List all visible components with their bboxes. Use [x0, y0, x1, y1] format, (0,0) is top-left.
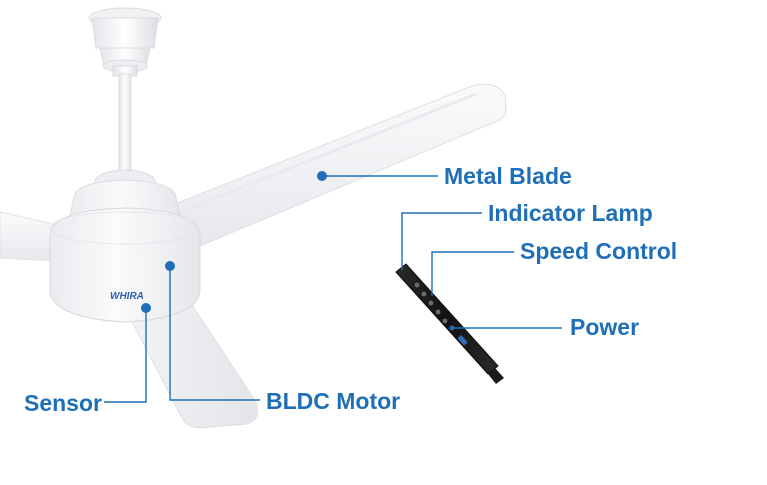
dot-power: [449, 325, 455, 331]
leader-sensor: [104, 308, 147, 403]
callout-lines: [104, 175, 562, 403]
leader-indicator-lamp: [401, 212, 482, 270]
label-bldc-motor: BLDC Motor: [266, 388, 401, 414]
remote-logo-icon: [457, 335, 468, 346]
label-speed-control: Speed Control: [520, 238, 678, 264]
label-power: Power: [570, 314, 640, 340]
callout-dots: [141, 171, 455, 331]
remote-button: [435, 309, 441, 315]
label-indicator-lamp: Indicator Lamp: [488, 200, 653, 226]
label-sensor: Sensor: [24, 390, 102, 416]
motor-housing: [49, 169, 201, 323]
remote-button: [414, 282, 420, 288]
remote-button: [421, 291, 427, 297]
dot-sensor: [141, 303, 151, 313]
remote-control: [395, 263, 504, 384]
dot-metal-blade: [317, 171, 327, 181]
leader-bldc-motor: [169, 266, 260, 401]
remote-button: [428, 300, 434, 306]
brand-logo-text: WHIRA: [110, 291, 144, 302]
lower-blade: [123, 289, 259, 429]
leader-speed-control: [431, 251, 514, 296]
dot-bldc-motor: [165, 261, 175, 271]
ceiling-canopy: [88, 7, 162, 77]
label-metal-blade: Metal Blade: [444, 163, 572, 189]
remote-button: [442, 318, 448, 324]
